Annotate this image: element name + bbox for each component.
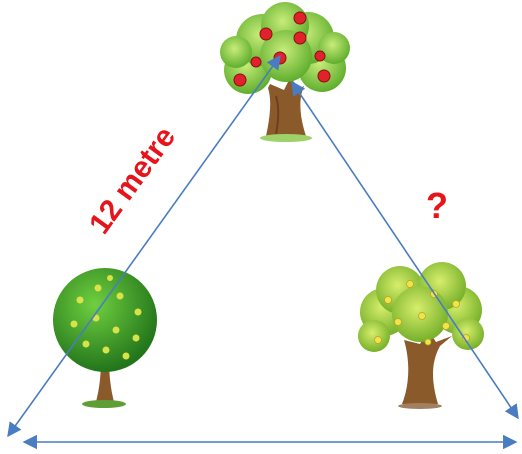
round-fruit-tree-icon bbox=[53, 268, 157, 408]
apple-tree-icon bbox=[220, 2, 350, 142]
right-side-arrow bbox=[291, 80, 519, 420]
left-side-length-label: 12 metre bbox=[83, 121, 182, 240]
right-side-unknown-label: ? bbox=[426, 185, 448, 226]
left-side-arrow bbox=[7, 54, 281, 438]
lemon-tree-icon bbox=[358, 262, 484, 409]
